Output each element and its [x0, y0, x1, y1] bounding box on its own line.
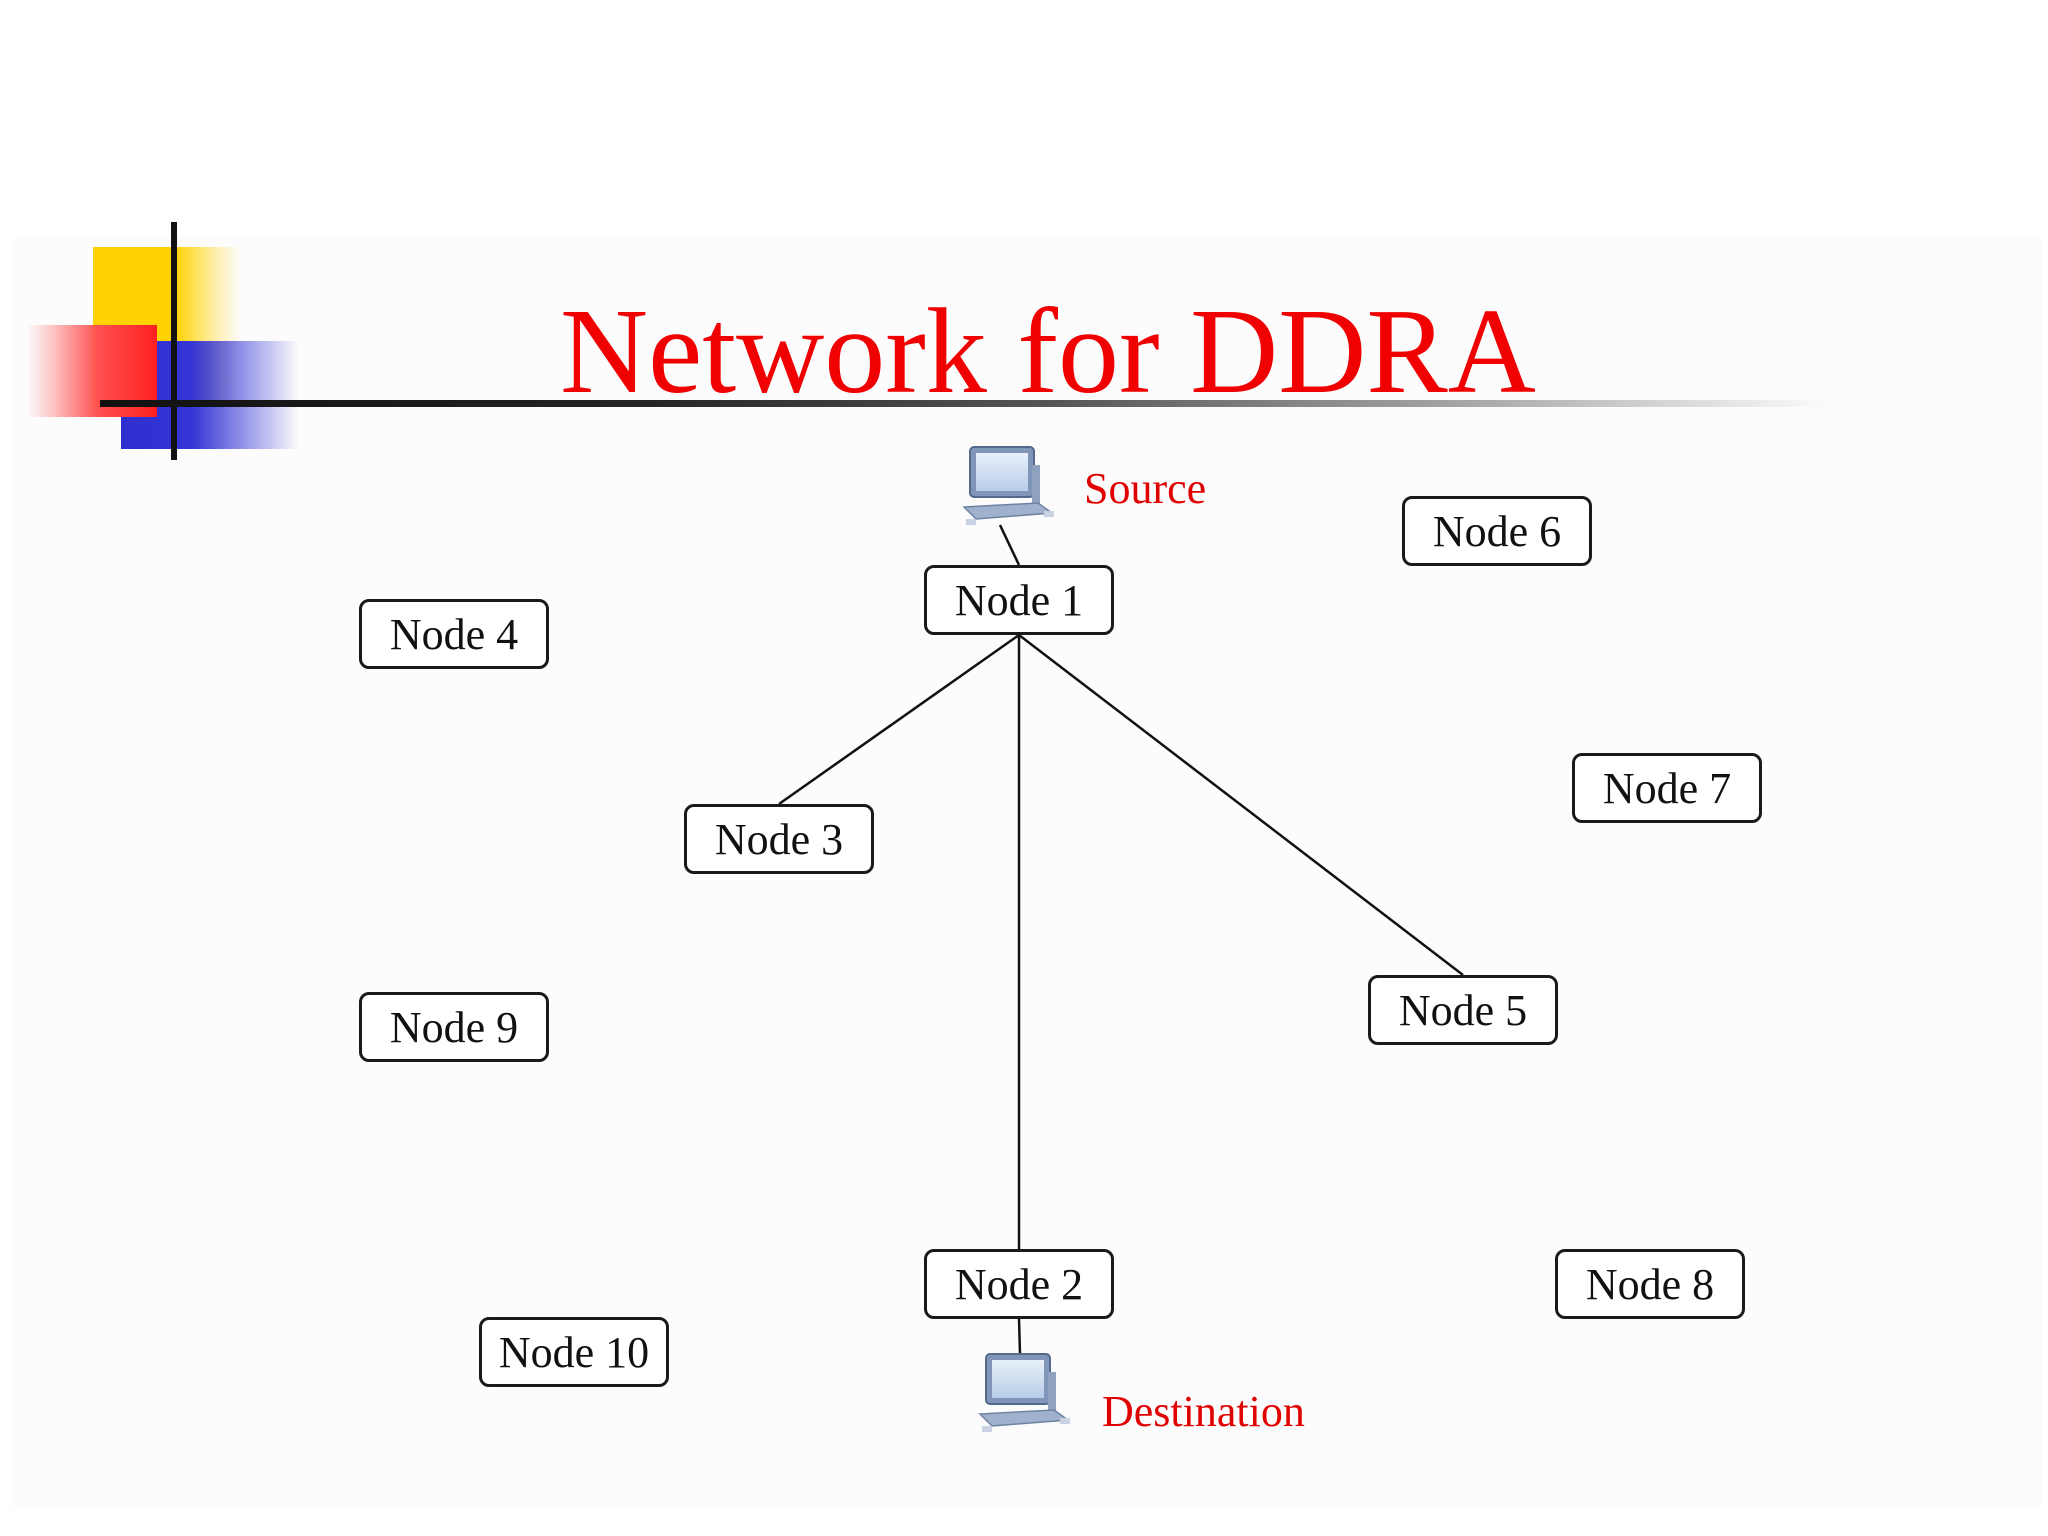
node-4: Node 4	[359, 599, 549, 669]
node-3: Node 3	[684, 804, 874, 874]
destination-label: Destination	[1102, 1387, 1305, 1436]
node-7: Node 7	[1572, 753, 1762, 823]
title-underline-rule	[100, 400, 1830, 407]
node-10: Node 10	[479, 1317, 669, 1387]
node-2: Node 2	[924, 1249, 1114, 1319]
decorative-vertical-rule	[171, 222, 177, 460]
source-computer-icon	[962, 443, 1058, 533]
node-5: Node 5	[1368, 975, 1558, 1045]
node-8: Node 8	[1555, 1249, 1745, 1319]
edge-n1-n3	[778, 633, 1020, 806]
edge-n1-n5	[1018, 634, 1464, 976]
edge-source-n1	[998, 524, 1021, 566]
node-9: Node 9	[359, 992, 549, 1062]
source-label: Source	[1084, 464, 1207, 513]
node-1: Node 1	[924, 565, 1114, 635]
node-6: Node 6	[1402, 496, 1592, 566]
slide-title: Network for DDRA	[560, 284, 1536, 419]
edge-n2-destination	[1017, 1318, 1022, 1355]
destination-computer-icon	[978, 1350, 1074, 1440]
